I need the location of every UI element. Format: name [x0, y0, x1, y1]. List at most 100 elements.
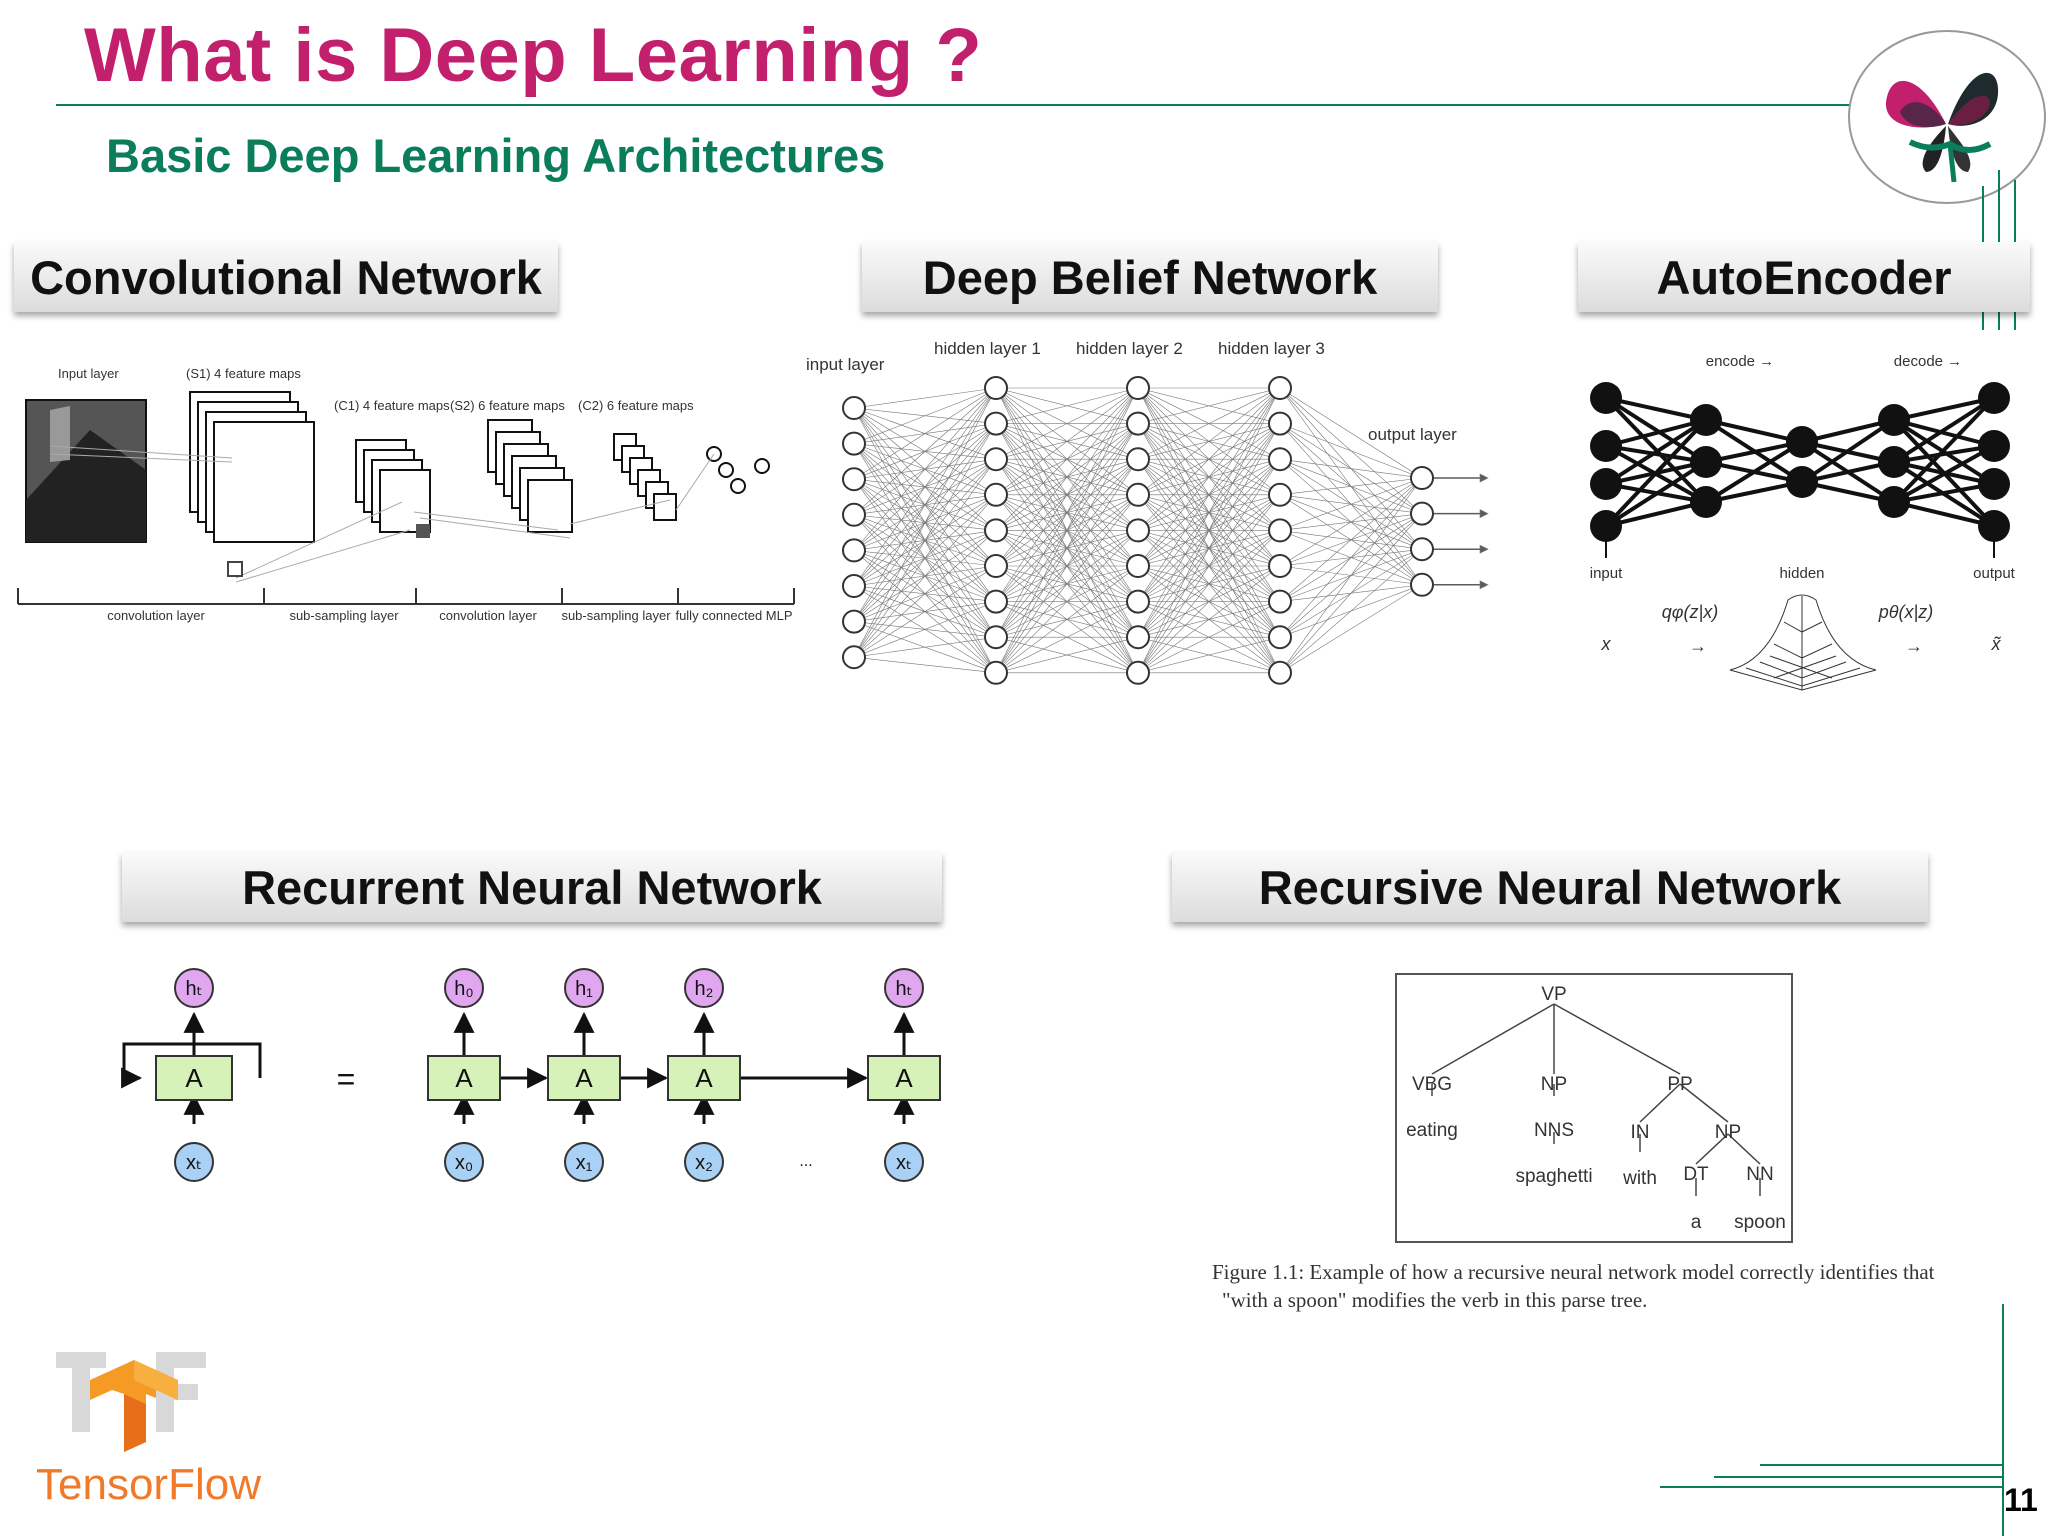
dbn-edge [853, 423, 997, 658]
dbn-edge [1137, 459, 1281, 673]
tree-in: IN [1631, 1122, 1650, 1143]
dbn-edge [1279, 477, 1423, 602]
ae-edge [1705, 418, 1803, 444]
ae-label-decode: decode → [1894, 353, 1962, 370]
title-underline [56, 104, 1850, 106]
dbn-node [1268, 554, 1292, 578]
page-number: 11 [2004, 1482, 2038, 1518]
ae-edge [1604, 396, 1708, 464]
dbn-output-arrowhead [1479, 544, 1489, 554]
recursive-header: Recursive Neural Network [1172, 852, 1928, 922]
dbn-node [984, 660, 1008, 685]
dbn-label-input: input layer [806, 355, 885, 374]
butterfly-icon [1885, 72, 1999, 183]
dbn-output-arrowhead [1479, 473, 1489, 483]
parse-tree: VP VBG NP PP eating NNS spaghetti IN NP … [1395, 973, 1793, 1243]
ae-edge [1893, 396, 1995, 422]
ae-label-hidden: hidden [1779, 565, 1824, 582]
tree-np: NP [1541, 1074, 1567, 1095]
ae-edge [1705, 480, 1803, 504]
rnn-cell [427, 1055, 501, 1101]
dbn-node [984, 554, 1008, 578]
ae-edge [1605, 418, 1707, 448]
dbn-edge [995, 387, 1139, 460]
svg-text:A: A [455, 1063, 473, 1093]
dbn-edge [1279, 423, 1423, 479]
dbn-node [1126, 411, 1150, 436]
dbn-node [1126, 625, 1150, 650]
svg-text:A: A [895, 1063, 913, 1093]
decor-line [1760, 1464, 2004, 1466]
ae-arrow-left: → [1689, 636, 1707, 656]
dbn-edge [1279, 477, 1423, 567]
dbn-edge [995, 387, 1139, 638]
ae-node [1978, 382, 2010, 414]
dbn-node [1410, 537, 1434, 562]
ae-edge [1604, 418, 1708, 528]
dbn-edge [1137, 530, 1281, 674]
cnn-label-c2: (C2) 6 feature maps [578, 398, 694, 413]
dbn-diagram: input layer hidden layer 1 hidden layer … [806, 339, 1489, 685]
ae-label-p: pθ(x|z) [1878, 602, 1933, 622]
dbn-edge [853, 387, 997, 444]
dbn-node [984, 589, 1008, 614]
dbn-edge [995, 387, 1139, 567]
dbn-label-h1: hidden layer 1 [934, 339, 1041, 358]
dbn-edge [1137, 387, 1281, 567]
ae-node [1878, 486, 1910, 518]
tree-vbg: VBG [1412, 1074, 1452, 1095]
dbn-node [842, 609, 866, 634]
ae-label-encode: encode → [1706, 353, 1774, 370]
dbn-edge [853, 636, 997, 658]
dbn-node [984, 447, 1008, 472]
rnn-h-t: hₜ [185, 978, 202, 1000]
cnn-label-conv1: convolution layer [107, 608, 205, 623]
ae-edge [1892, 396, 1996, 504]
figure-caption: Figure 1.1: Example of how a recursive n… [1212, 1258, 1992, 1314]
ae-node [1786, 466, 1818, 498]
dbn-edge [995, 601, 1139, 674]
dbn-edge [853, 387, 997, 516]
svg-text:A: A [575, 1063, 593, 1093]
dbn-node [984, 482, 1008, 507]
dbn-node [1410, 466, 1434, 490]
dbn-edge [1279, 477, 1423, 531]
dbn-node [1410, 501, 1434, 526]
ae-edge [1704, 440, 1804, 504]
tree-nn: NN [1746, 1164, 1773, 1185]
dbn-node [1268, 482, 1292, 507]
dbn-node [1268, 411, 1292, 436]
dbn-edge [1137, 387, 1281, 424]
rnn-equals: = [337, 1061, 356, 1097]
ae-node [1590, 382, 1622, 414]
dbn-edge [1137, 387, 1281, 673]
ae-node [1590, 468, 1622, 500]
page-title: What is Deep Learning ? [84, 13, 983, 98]
ae-label-input: input [1590, 565, 1623, 582]
cnn-label-sub1: sub-sampling layer [289, 608, 399, 623]
rnn-cell [155, 1055, 233, 1101]
dbn-edge [853, 387, 997, 658]
ae-node [1590, 510, 1622, 542]
ae-edge [1893, 418, 1995, 448]
ae-edge [1604, 460, 1708, 528]
dbn-edge [853, 387, 997, 480]
ae-gaussian [1729, 594, 1877, 691]
dbn-edge [853, 387, 997, 409]
tree-nns: NNS [1534, 1120, 1574, 1141]
dbn-node [842, 574, 866, 598]
decor-line [2002, 1304, 2004, 1536]
dbn-edge [853, 530, 997, 658]
dbn-edge [853, 565, 997, 658]
dbn-edge [1279, 477, 1423, 496]
ae-edge [1605, 396, 1707, 422]
rnn-h-t2: hₜ [895, 978, 912, 1000]
tree-vp: VP [1541, 984, 1566, 1005]
rnn-x-t: xₜ [186, 1152, 202, 1174]
dbn-node [984, 518, 1008, 543]
dbn-node [842, 431, 866, 456]
cnn-label-c1: (C1) 4 feature maps [334, 398, 450, 413]
cnn-label-mlp: fully connected MLP [675, 608, 792, 623]
dbn-edge [1279, 387, 1423, 479]
tensorflow-logo-icon [56, 1352, 206, 1452]
